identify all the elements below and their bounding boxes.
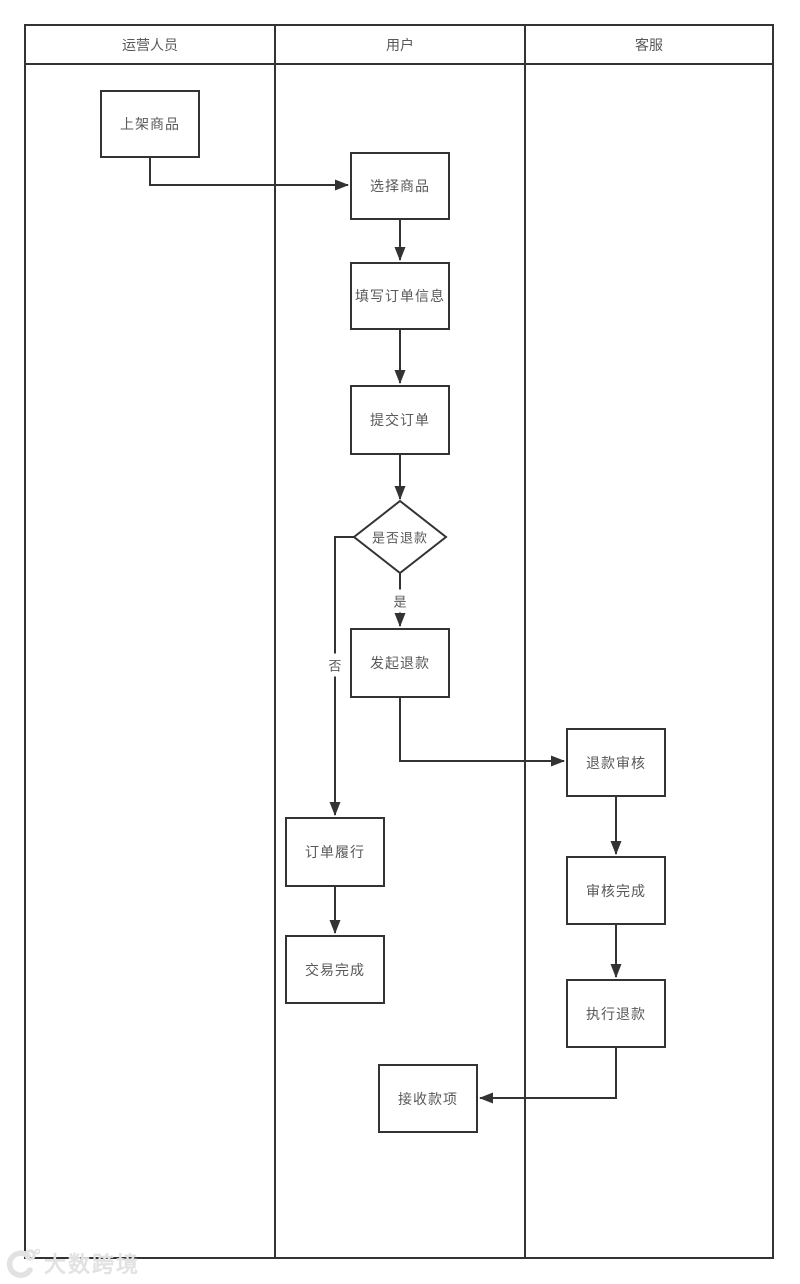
edge-execute-to-receive	[479, 1048, 617, 1104]
decision-diamond	[352, 499, 448, 575]
node-list-product: 上架商品	[100, 90, 200, 158]
watermark-logo-icon	[6, 1248, 41, 1278]
lane-header-operations: 运营人员	[122, 36, 178, 53]
edge-initiate-to-review	[399, 698, 565, 767]
node-refund-decision-label: 是否退款	[371, 530, 429, 546]
edge-list-to-select	[149, 158, 349, 191]
header-divider	[24, 63, 774, 65]
lane-divider-1	[274, 24, 276, 1259]
node-initiate-refund: 发起退款	[350, 628, 450, 698]
edge-decision-no	[329, 536, 356, 816]
lane-header-user: 用户	[386, 36, 414, 53]
node-execute-refund: 执行退款	[566, 979, 666, 1048]
node-transaction-complete: 交易完成	[285, 935, 385, 1004]
node-select-product: 选择商品	[350, 152, 450, 220]
lane-header-customer-service: 客服	[635, 36, 663, 53]
node-submit-order: 提交订单	[350, 385, 450, 455]
watermark: 大数跨境	[5, 1247, 140, 1279]
swimlane-frame	[24, 24, 774, 1259]
lane-divider-2	[524, 24, 526, 1259]
node-fill-order-info: 填写订单信息	[350, 262, 450, 330]
node-review-complete: 审核完成	[566, 856, 666, 925]
node-order-fulfillment: 订单履行	[285, 817, 385, 887]
edge-label-yes: 是	[390, 589, 410, 613]
watermark-brand-text: 大数跨境	[44, 1252, 141, 1277]
edge-label-no: 否	[325, 653, 345, 677]
node-receive-payment: 接收款项	[378, 1064, 478, 1133]
node-refund-review: 退款审核	[566, 728, 666, 797]
